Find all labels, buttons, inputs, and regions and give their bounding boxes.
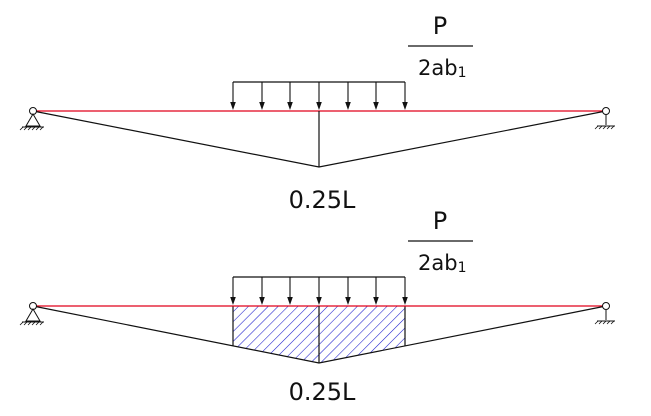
- ground-hatch-icon: [594, 125, 615, 130]
- peak-value-label: 0.25L: [289, 378, 356, 406]
- roller-support-right: [594, 107, 615, 130]
- arrowhead-icon: [230, 297, 236, 305]
- load-arrows: [230, 82, 408, 110]
- arrowhead-icon: [402, 102, 408, 110]
- distributed-load-2: [230, 276, 408, 305]
- roller-support-right: [594, 302, 615, 325]
- pin-support-left: [19, 302, 44, 326]
- ground-hatch-icon: [19, 321, 44, 326]
- pin-support-left: [19, 107, 44, 131]
- arrowhead-icon: [402, 297, 408, 305]
- ground-hatch-icon: [594, 320, 615, 325]
- arrowhead-icon: [230, 102, 236, 110]
- arrowhead-icon: [316, 102, 322, 110]
- arrowhead-icon: [287, 297, 293, 305]
- load-label-1: P 2ab1: [408, 12, 473, 81]
- peak-value-label: 0.25L: [289, 186, 356, 214]
- arrowhead-icon: [373, 297, 379, 305]
- distributed-load-1: [230, 81, 408, 110]
- load-numerator: P: [433, 12, 447, 40]
- arrowhead-icon: [345, 297, 351, 305]
- influence-line-1: [32, 110, 607, 168]
- arrowhead-icon: [373, 102, 379, 110]
- arrowhead-icon: [316, 297, 322, 305]
- ground-hatch-icon: [19, 126, 44, 131]
- load-label-2: P 2ab1: [408, 207, 473, 276]
- arrowhead-icon: [259, 297, 265, 305]
- triangle-support-icon: [25, 113, 41, 127]
- diagram-1: P 2ab1 0.25L: [19, 12, 615, 214]
- load-numerator: P: [433, 207, 447, 235]
- triangle-support-icon: [25, 308, 41, 322]
- load-denominator: 2ab1: [418, 56, 466, 81]
- load-denominator: 2ab1: [418, 251, 466, 276]
- arrowhead-icon: [287, 102, 293, 110]
- diagram-2: P 2ab1 0.25: [19, 207, 615, 406]
- arrowhead-icon: [259, 102, 265, 110]
- influence-line-2: [32, 305, 607, 364]
- load-arrows: [230, 277, 408, 305]
- pin-icon: [602, 107, 610, 115]
- pin-icon: [602, 302, 610, 310]
- arrowhead-icon: [345, 102, 351, 110]
